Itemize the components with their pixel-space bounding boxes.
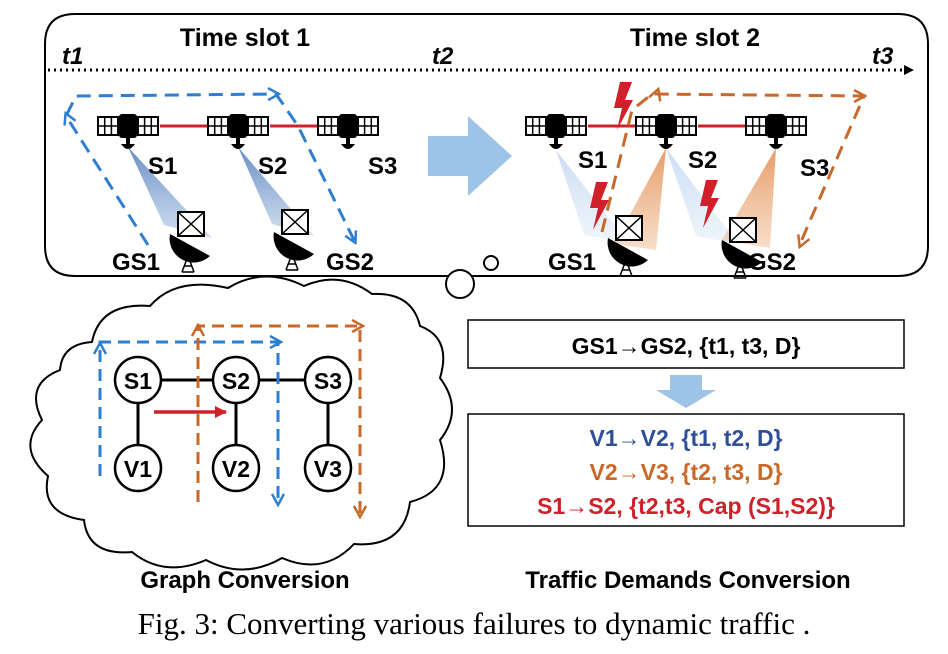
traffic-conversion-title: Traffic Demands Conversion bbox=[525, 567, 850, 594]
route-blue-slot1 bbox=[64, 92, 356, 246]
beam-s2-slot2-b bbox=[666, 148, 738, 244]
label-s1-slot1: S1 bbox=[148, 153, 177, 180]
top-panel-frame bbox=[44, 13, 929, 277]
graph-node-v3 bbox=[303, 443, 353, 493]
thought-bubble-medium bbox=[445, 269, 475, 299]
label-gs1-slot2: GS1 bbox=[548, 249, 596, 276]
route-blue-graph bbox=[98, 340, 280, 502]
label-gs1-slot1: GS1 bbox=[112, 249, 160, 276]
transition-arrow bbox=[428, 116, 512, 196]
traffic-line3: S1→S2, {t2,t3, Cap (S1,S2)} bbox=[537, 493, 835, 519]
label-t1: t1 bbox=[62, 43, 83, 70]
graph-label-v2: V2 bbox=[222, 456, 250, 482]
label-s2-slot1: S2 bbox=[258, 153, 287, 180]
graph-label-s1: S1 bbox=[124, 368, 152, 394]
satellite-icon bbox=[207, 113, 269, 150]
graph-label-s2: S2 bbox=[222, 368, 250, 394]
label-slot1: Time slot 1 bbox=[180, 24, 310, 52]
graph-node-v1 bbox=[113, 443, 163, 493]
satellite-icon bbox=[525, 113, 587, 150]
graph-conversion-title: Graph Conversion bbox=[140, 567, 349, 594]
traffic-output-box bbox=[467, 413, 905, 527]
graph-node-v2 bbox=[211, 443, 261, 493]
traffic-line2: V2→V3, {t2, t3, D} bbox=[589, 459, 782, 485]
label-gs2-slot2: GS2 bbox=[748, 249, 796, 276]
traffic-down-arrow bbox=[656, 375, 716, 408]
traffic-input-box bbox=[467, 319, 905, 369]
graph-node-s1 bbox=[113, 355, 163, 405]
satellite-icon bbox=[635, 113, 697, 150]
graph-node-s3 bbox=[303, 355, 353, 405]
graph-label-s3: S3 bbox=[314, 368, 342, 394]
label-t2: t2 bbox=[432, 43, 454, 70]
graph-node-s2 bbox=[211, 355, 261, 405]
thought-bubble-small bbox=[483, 255, 499, 271]
graph-label-v3: V3 bbox=[314, 456, 342, 482]
figure-caption: Fig. 3: Converting various failures to d… bbox=[138, 606, 811, 641]
label-s3-slot1: S3 bbox=[368, 153, 397, 180]
graph-label-v1: V1 bbox=[124, 456, 152, 482]
beam-s1-slot2 bbox=[556, 150, 628, 242]
cloud-shape bbox=[29, 275, 453, 571]
label-gs2-slot1: GS2 bbox=[326, 249, 374, 276]
label-s1-slot2: S1 bbox=[578, 147, 607, 174]
satellite-icon bbox=[745, 113, 807, 150]
satellite-icon bbox=[317, 113, 379, 150]
route-orange-graph bbox=[196, 324, 362, 514]
label-s3-slot2: S3 bbox=[800, 155, 829, 182]
traffic-input-text: GS1→GS2, {t1, t3, D} bbox=[572, 333, 801, 359]
satellite-icon bbox=[97, 113, 159, 150]
label-s2-slot2: S2 bbox=[688, 147, 717, 174]
label-t3: t3 bbox=[872, 43, 894, 70]
label-slot2: Time slot 2 bbox=[630, 24, 760, 52]
traffic-line1: V1→V2, {t1, t2, D} bbox=[589, 425, 782, 451]
